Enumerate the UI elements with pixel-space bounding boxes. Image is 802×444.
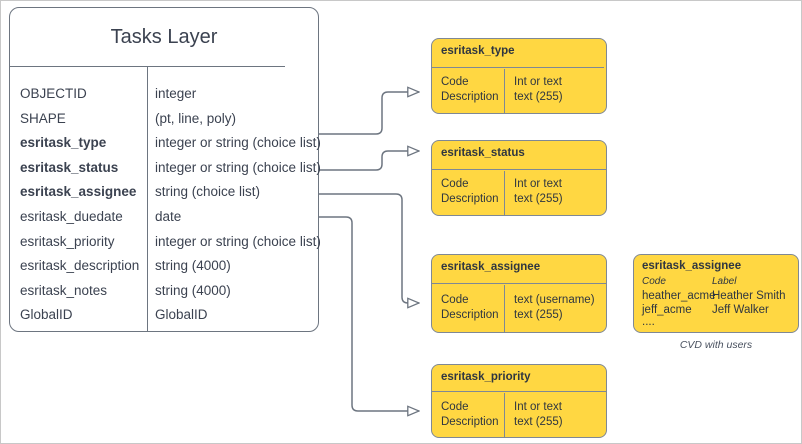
cvd-caption: CVD with users xyxy=(679,339,753,351)
table-row: esritask_type integer or string (choice … xyxy=(10,135,321,160)
domain-left-column: Code Description xyxy=(441,293,499,323)
domain-right-column: text (username) text (255) xyxy=(514,293,595,323)
table-row: esritask_duedate date xyxy=(10,209,318,234)
domain-cell: Description xyxy=(441,416,499,428)
domain-column-divider xyxy=(504,393,505,437)
cvd-cell-code: heather_acme xyxy=(642,290,716,302)
field-name: OBJECTID xyxy=(20,86,87,101)
cvd-sample-box: esritask_assignee Code Label heather_acm… xyxy=(633,254,799,333)
domain-title: esritask_type xyxy=(441,45,515,57)
field-type: GlobalID xyxy=(155,307,208,323)
domain-title: esritask_assignee xyxy=(441,261,541,273)
domain-cell: Int or text xyxy=(514,401,562,413)
field-name: esritask_status xyxy=(20,159,119,175)
table-row: esritask_status integer or string (choic… xyxy=(10,159,321,185)
table-row: GlobalID GlobalID xyxy=(10,307,318,332)
domain-title: esritask_status xyxy=(441,147,525,159)
domain-cell: Description xyxy=(441,91,499,103)
domain-cell: text (username) xyxy=(514,294,595,306)
domain-box-priority: esritask_priority Code Description Int o… xyxy=(431,364,607,438)
domain-box-status: esritask_status Code Description Int or … xyxy=(431,140,607,216)
field-type: (pt, line, poly) xyxy=(155,110,237,126)
field-list: OBJECTID integer SHAPE (pt, line, poly) … xyxy=(10,86,321,332)
field-type: string (choice list) xyxy=(155,184,261,200)
field-type: string (4000) xyxy=(155,258,231,274)
cvd-cell-code: jeff_acme xyxy=(642,304,692,316)
domain-title-divider xyxy=(432,67,604,68)
cvd-cell-label: Heather Smith xyxy=(712,290,786,302)
connector-to-status xyxy=(318,151,419,171)
field-type: string (4000) xyxy=(155,282,231,298)
domain-cell: Code xyxy=(441,401,469,413)
field-name: GlobalID xyxy=(20,307,73,323)
domain-cell: Code xyxy=(441,76,469,88)
domain-right-column: Int or text text (255) xyxy=(514,177,563,207)
field-name: esritask_priority xyxy=(20,233,115,249)
domain-cell: text (255) xyxy=(514,309,563,321)
table-row: esritask_notes string (4000) xyxy=(10,283,318,308)
cvd-cell-label: Jeff Walker xyxy=(712,304,769,316)
domain-column-divider xyxy=(504,285,505,332)
domain-cell: Int or text xyxy=(514,178,562,190)
domain-cell: text (255) xyxy=(514,91,563,103)
field-type: date xyxy=(155,208,182,224)
domain-box-type: esritask_type Code Description Int or te… xyxy=(431,38,607,114)
column-divider xyxy=(147,66,148,332)
domain-cell: Code xyxy=(441,178,469,190)
cvd-ellipsis: .... xyxy=(642,316,655,328)
table-row: esritask_description string (4000) xyxy=(10,258,318,283)
domain-right-column: Int or text text (255) xyxy=(514,400,563,430)
domain-cell: text (255) xyxy=(514,416,563,428)
domain-left-column: Code Description xyxy=(441,75,499,105)
table-row: esritask_priority integer or string (cho… xyxy=(10,233,321,259)
domain-title: esritask_priority xyxy=(441,371,531,383)
domain-column-divider xyxy=(504,69,505,113)
connector-to-type xyxy=(318,92,419,135)
connector-to-assignee xyxy=(318,193,419,303)
domain-left-column: Code Description xyxy=(441,177,499,207)
field-name: esritask_assignee xyxy=(20,184,137,200)
domain-left-column: Code Description xyxy=(441,400,499,430)
domain-cell: text (255) xyxy=(514,193,563,205)
domain-cell: Description xyxy=(441,309,499,321)
field-name: esritask_duedate xyxy=(20,208,123,224)
cvd-header-code: Code xyxy=(642,276,666,287)
field-type: integer or string (choice list) xyxy=(155,135,321,151)
page-title: Tasks Layer xyxy=(110,26,218,48)
domain-title-divider xyxy=(432,169,606,170)
field-name: esritask_type xyxy=(20,135,107,151)
domain-cell: Description xyxy=(441,193,499,205)
connector-to-priority xyxy=(318,216,419,411)
field-name: esritask_description xyxy=(20,258,140,274)
cvd-title: esritask_assignee xyxy=(642,260,742,272)
domain-column-divider xyxy=(504,171,505,215)
field-name: SHAPE xyxy=(20,110,66,126)
field-type: integer or string (choice list) xyxy=(155,233,321,249)
domain-title-divider xyxy=(432,391,606,392)
field-type: integer xyxy=(155,86,197,101)
table-row: SHAPE (pt, line, poly) xyxy=(10,111,318,136)
entity-tasks-layer: Tasks Layer OBJECTID integer SHAPE (pt, … xyxy=(9,7,321,332)
domain-title-divider xyxy=(432,283,606,284)
domain-right-column: Int or text text (255) xyxy=(514,75,563,105)
field-name: esritask_notes xyxy=(20,282,108,298)
domain-cell: Int or text xyxy=(514,76,562,88)
cvd-header-label: Label xyxy=(712,276,737,287)
domain-cell: Code xyxy=(441,294,469,306)
domain-box-assignee: esritask_assignee Code Description text … xyxy=(431,254,607,333)
table-row: OBJECTID integer xyxy=(10,86,318,111)
table-row: esritask_assignee string (choice list) xyxy=(10,184,318,209)
field-type: integer or string (choice list) xyxy=(155,159,321,175)
